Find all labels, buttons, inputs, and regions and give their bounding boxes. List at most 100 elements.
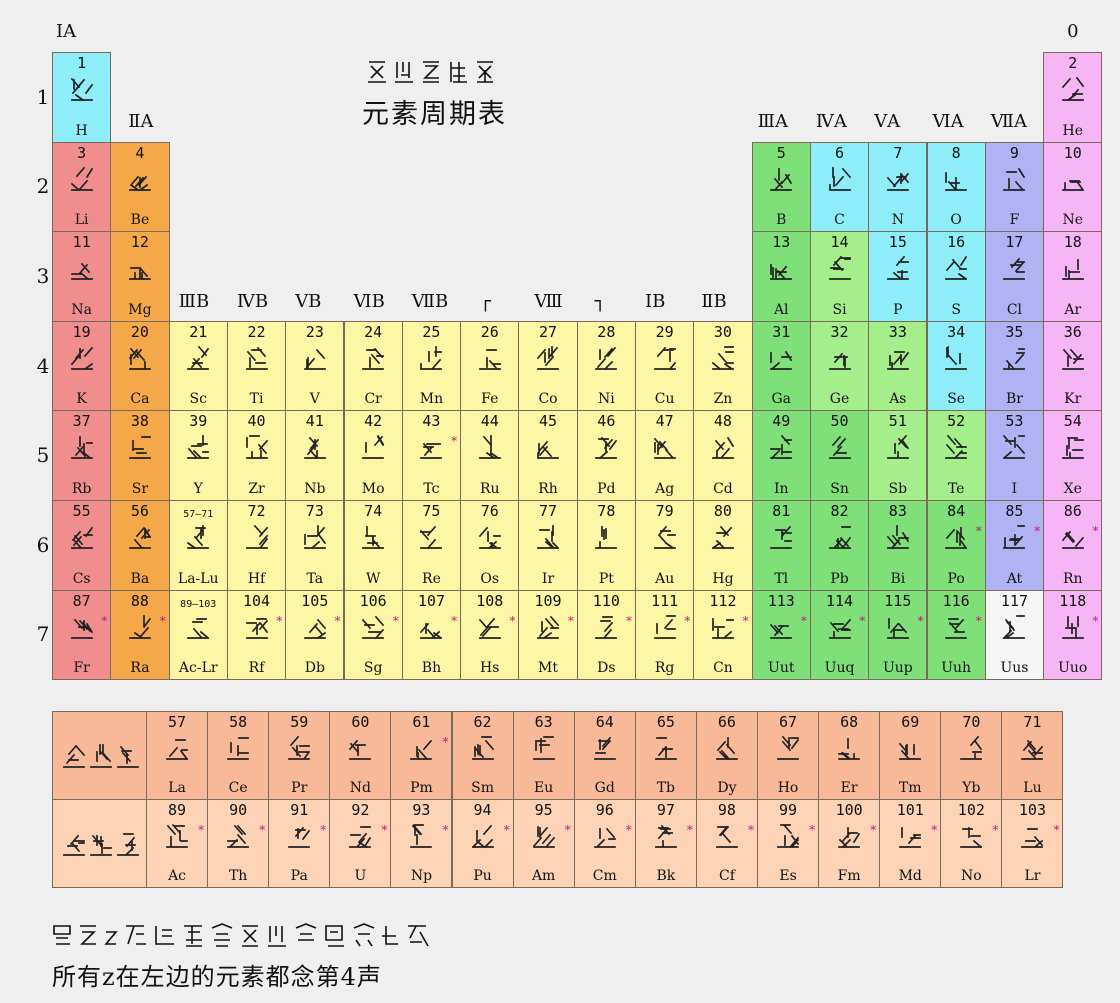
group-label-g9: Ⅷ [534,291,563,312]
element-symbol: Cd [713,480,733,497]
atomic-number: 57 [168,713,187,731]
element-symbol: N [891,212,904,229]
element-symbol: Pd [597,480,616,497]
radioactive-star-icon: * [381,823,388,837]
element-symbol: Fe [481,391,499,408]
element-script-glyph [897,734,923,762]
element-symbol: Ce [228,780,248,796]
atomic-number: 62 [473,713,492,731]
atomic-number: 9 [1009,143,1019,162]
atomic-number: 29 [655,322,674,341]
atomic-number: 112 [709,591,737,610]
element-symbol: Rn [1062,570,1083,587]
actinides-row-label [52,799,147,888]
element-script-glyph [477,344,503,372]
element-symbol: Ti [249,391,264,408]
atomic-number: 89 [168,801,187,819]
atomic-number: 71 [1023,713,1042,731]
element-symbol: At [1006,570,1023,587]
element-script-glyph [1060,613,1086,641]
atomic-number: 69 [901,713,920,731]
element-script-glyph [535,523,561,551]
element-script-glyph [185,523,211,551]
footer-script-glyphs [52,922,482,950]
element-symbol: Li [74,212,89,229]
atomic-number: 44 [480,412,499,431]
element-script-glyph [127,344,153,372]
element-script-glyph [897,822,923,850]
group-label-g11: ⅠB [645,291,666,312]
element-script-glyph [827,433,853,461]
element-symbol: S [951,301,961,318]
atomic-number: 48 [713,412,732,431]
element-symbol: Mo [361,480,385,497]
element-symbol: La-Lu [177,570,219,587]
atomic-number: 19 [72,322,91,341]
element-script-glyph [164,822,190,850]
element-symbol: H [75,122,88,139]
element-script-glyph [127,254,153,282]
atomic-number: 8 [951,143,961,162]
atomic-number: 59 [290,713,309,731]
element-script-glyph [1019,822,1045,850]
element-symbol: Co [538,391,558,408]
atomic-number: 109 [534,591,562,610]
element-script-glyph [958,734,984,762]
atomic-number: 1 [77,54,87,72]
atomic-number: 57–71 [183,509,214,520]
radioactive-star-icon: * [567,613,574,628]
element-symbol: Bk [656,868,676,884]
radioactive-star-icon: * [625,823,632,837]
atomic-number: 98 [717,801,736,819]
atomic-number: 3 [77,143,87,162]
element-script-glyph [1060,344,1086,372]
element-symbol: Sg [363,660,383,677]
atomic-number: 15 [888,233,907,252]
element-script-glyph [244,613,270,641]
element-symbol: Be [130,212,150,229]
element-symbol: K [76,391,87,408]
element-symbol: Uuh [941,660,972,677]
atomic-number: 21 [189,322,208,341]
element-symbol: Eu [534,780,554,796]
radioactive-star-icon: * [1053,823,1060,837]
element-symbol: Cl [1006,301,1023,318]
atomic-number: 35 [1005,322,1024,341]
element-script-glyph [302,613,328,641]
element-script-glyph [69,523,95,551]
element-symbol: Ca [130,391,150,408]
atomic-number: 23 [305,322,324,341]
group-label-g8l: ┌ [480,291,491,312]
atomic-number: 75 [422,502,441,520]
radioactive-star-icon: * [742,613,749,628]
atomic-number: 20 [130,322,149,341]
atomic-number: 115 [884,591,912,610]
radioactive-star-icon: * [334,613,341,628]
